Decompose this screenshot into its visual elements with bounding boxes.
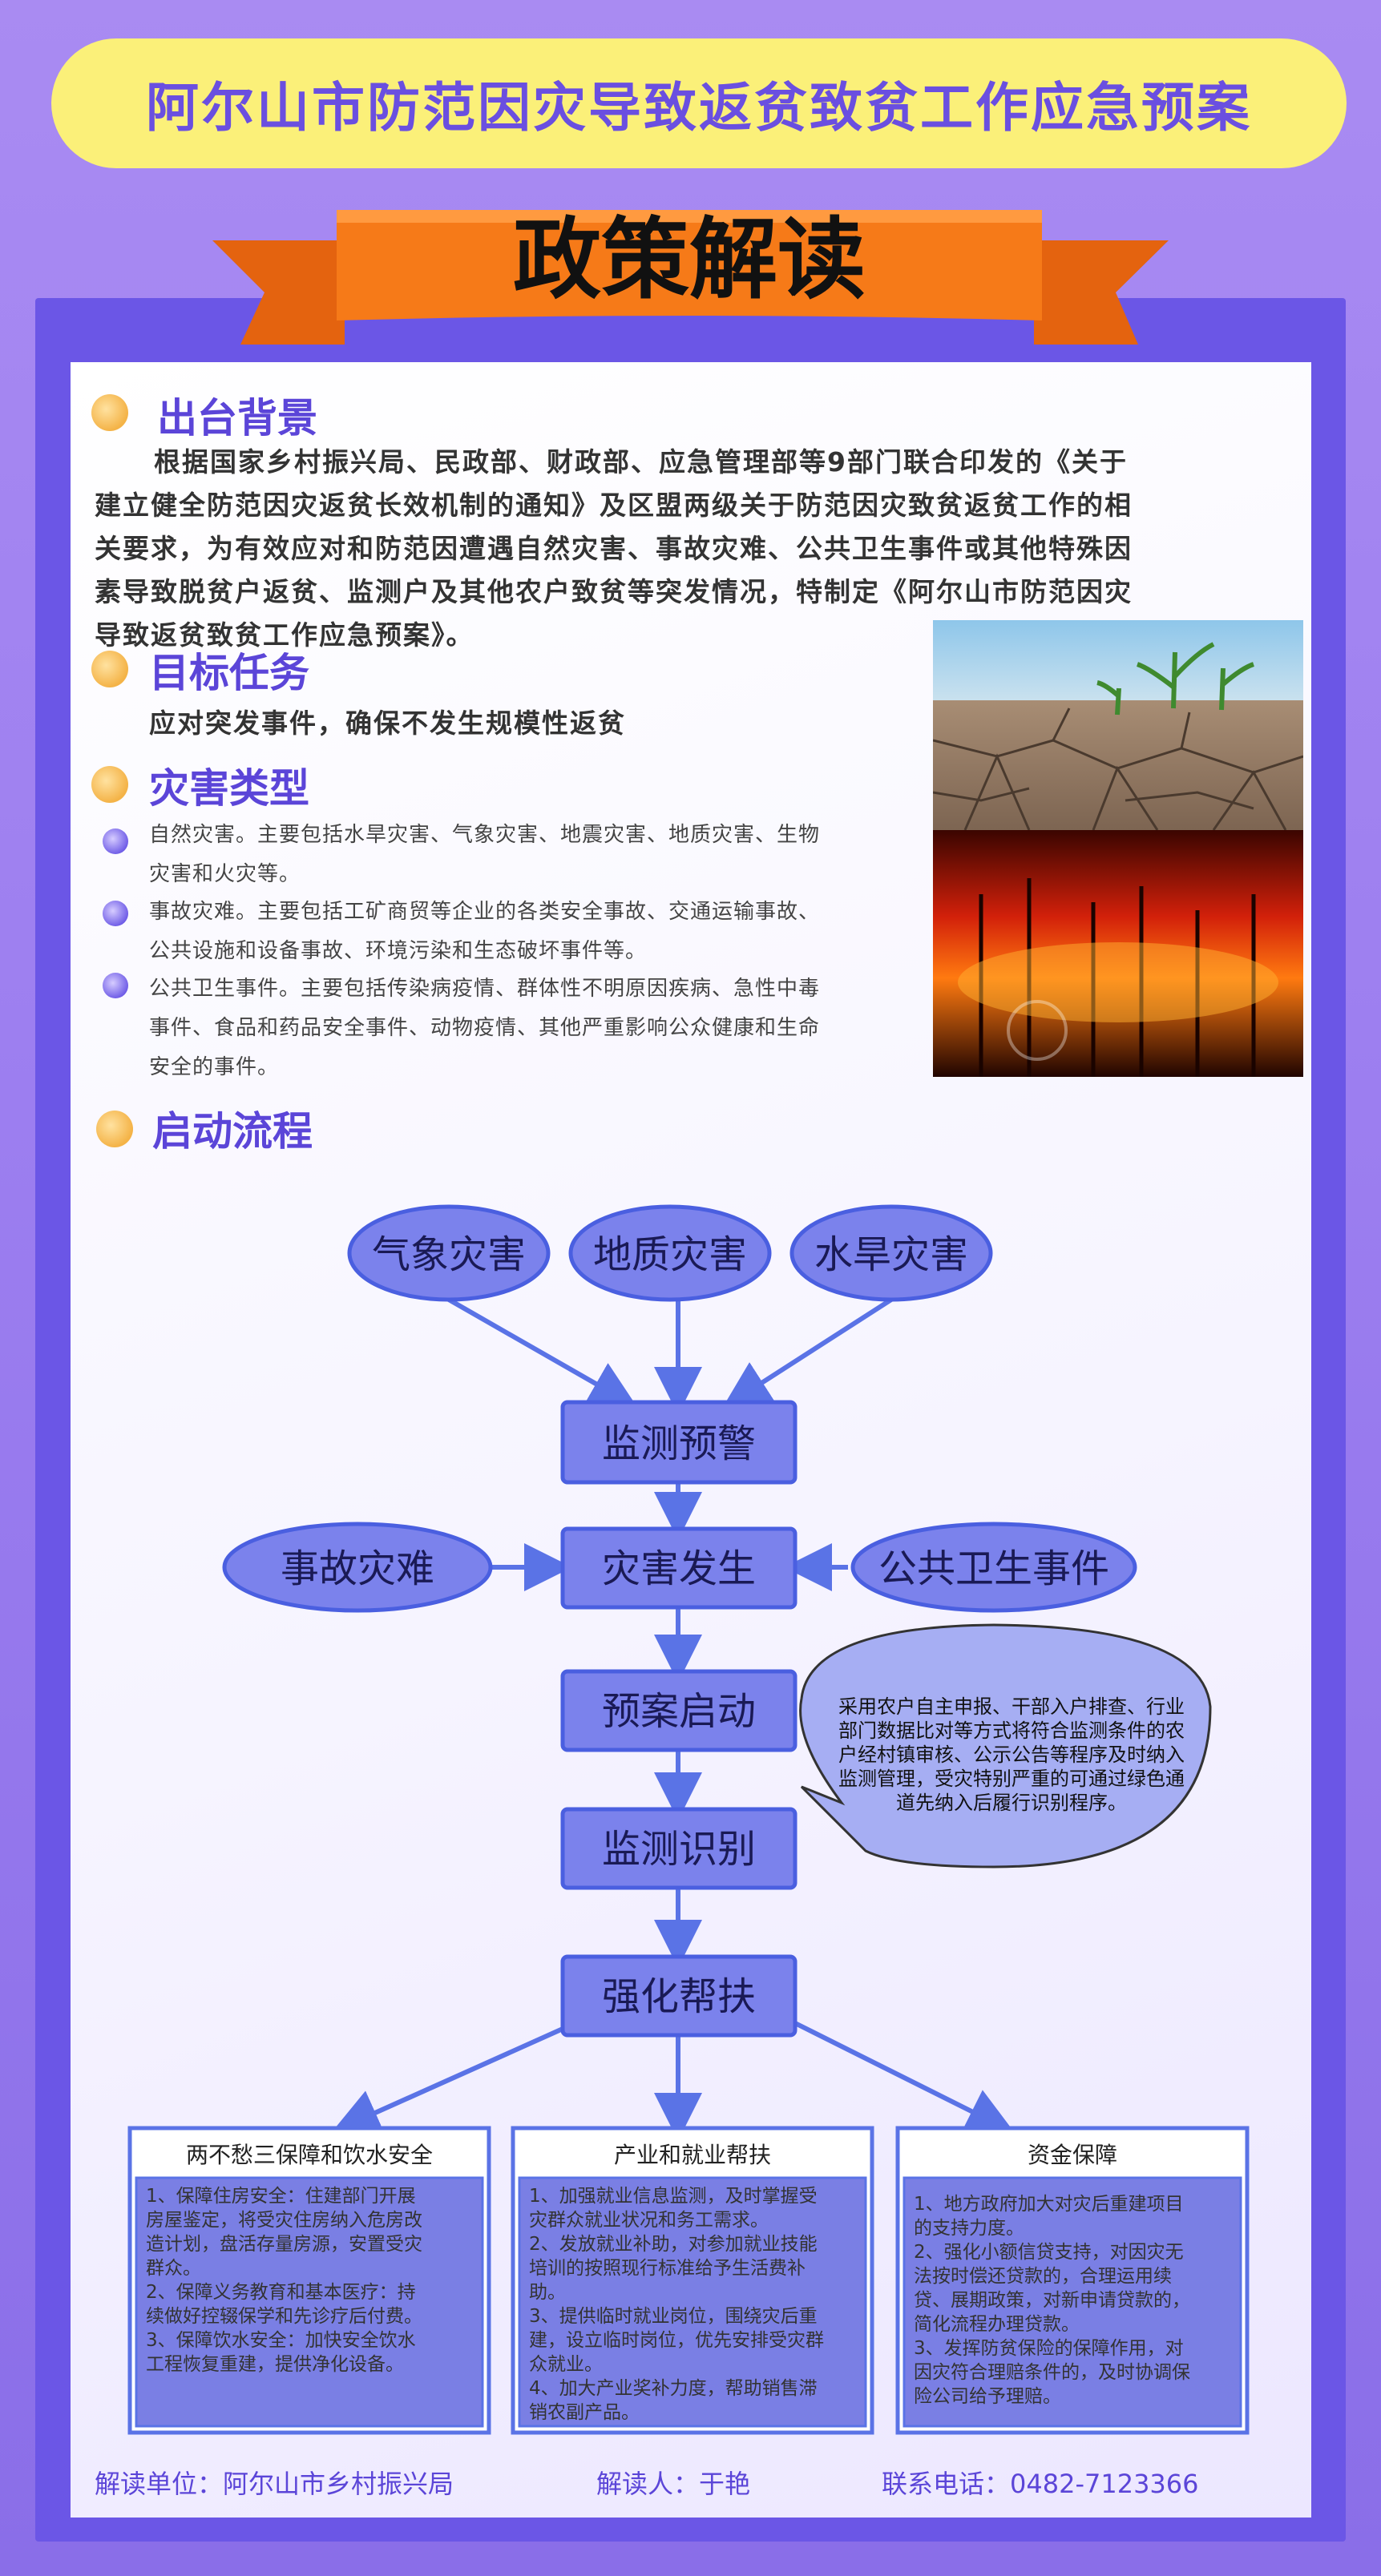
box-line: 2、强化小额信贷支持，对因灾无 (914, 2242, 1184, 2263)
disaster-type-item: 公共卫生事件。主要包括传染病疫情、群体性不明原因疾病、急性中毒 事件、食品和药品… (149, 970, 919, 1087)
bubble-line: 采用农户自主申报、干部入户排查、行业 (838, 1695, 1185, 1718)
paragraph-line: 素导致脱贫户返贫、监测户及其他农户致贫等突发情况，特制定《阿尔山市防范因灾 (95, 576, 1133, 607)
paragraph-line: 建立健全防范因灾返贫长效机制的通知》及区盟两级关于防范因灾致贫返贫工作的相 (95, 490, 1133, 521)
flow-step-label: 预案启动 (602, 1689, 756, 1734)
box-line: 2、保障义务教育和基本医疗：持 (146, 2282, 416, 2303)
box-line: 1、地方政府加大对灾后重建项目 (914, 2194, 1184, 2215)
title-banner: 阿尔山市防范因灾导致返贫致贫工作应急预案 (51, 38, 1347, 168)
flow-node-label: 水旱灾害 (814, 1232, 968, 1277)
ribbon-banner: 政策解读 (212, 208, 1169, 345)
bubble-line: 部门数据比对等方式将符合监测条件的农 (838, 1719, 1185, 1742)
box-line: 法按时偿还贷款的，合理运用续 (914, 2266, 1172, 2287)
flow-node-accident (222, 1522, 493, 1613)
wildfire-photo (933, 830, 1303, 1077)
disaster-type-item: 事故灾难。主要包括工矿商贸等企业的各类安全事故、交通运输事故、 公共设施和设备事… (149, 893, 919, 971)
box-line: 培训的按照现行标准给予生活费补 (529, 2258, 806, 2279)
section-dot (91, 394, 128, 431)
section-dot (91, 651, 128, 687)
box-line: 3、保障饮水安全：加快安全饮水 (146, 2330, 416, 2351)
flow-step-label: 监测识别 (602, 1827, 756, 1872)
box-line: 工程恢复重建，提供净化设备。 (146, 2354, 404, 2375)
support-box-body: 1、保障住房安全：住建部门开展 房屋鉴定，将受灾住房纳入危房改 造计划，盘活存量… (146, 2184, 476, 2376)
box-line: 1、保障住房安全：住建部门开展 (146, 2186, 416, 2207)
disaster-type-item: 自然灾害。主要包括水旱灾害、气象灾害、地震灾害、地质灾害、生物 灾害和火灾等。 (149, 816, 919, 894)
background-paragraph: 根据国家乡村振兴局、民政部、财政部、应急管理部等9部门联合印发的《关于 建立健全… (95, 441, 1281, 657)
section-heading-background: 出台背景 (157, 395, 317, 441)
box-line: 众就业。 (529, 2354, 603, 2375)
flow-node-drought (789, 1204, 993, 1302)
box-line: 3、提供临时就业岗位，围绕灾后重 (529, 2306, 818, 2327)
goal-text: 应对突发事件，确保不发生规模性返贫 (149, 707, 626, 739)
box-line: 险公司给予理赔。 (914, 2386, 1061, 2407)
box-line: 4、加大产业奖补力度，帮助销售滞 (529, 2378, 818, 2399)
section-heading-process: 启动流程 (152, 1108, 313, 1155)
box-line: 销农副产品。 (529, 2402, 640, 2423)
paragraph-line: 导致返贫致贫工作应急预案》。 (95, 619, 474, 651)
flow-step-4 (560, 1807, 798, 1890)
flow-node-label: 事故灾难 (281, 1546, 434, 1591)
support-box-title: 资金保障 (1027, 2142, 1117, 2168)
support-box-body: 1、加强就业信息监测，及时掌握受 灾群众就业状况和务工需求。 2、发放就业补助，… (529, 2184, 859, 2425)
banner-label: 政策解读 (513, 208, 866, 311)
flow-node-label: 气象灾害 (372, 1232, 526, 1277)
footer-phone: 联系电话：0482-7123366 (882, 2469, 1199, 2499)
flow-node-public-health (850, 1522, 1137, 1613)
support-box-title: 产业和就业帮扶 (613, 2142, 771, 2168)
footer-unit: 解读单位：阿尔山市乡村振兴局 (95, 2469, 454, 2499)
paragraph-line: 根据国家乡村振兴局、民政部、财政部、应急管理部等9部门联合印发的《关于 (154, 446, 1128, 478)
bubble-line: 道先纳入后履行识别程序。 (896, 1792, 1127, 1814)
item-line: 灾害和火灾等。 (149, 862, 301, 886)
box-line: 建，设立临时岗位，优先安排受灾群 (529, 2330, 824, 2351)
section-heading-disaster-types: 灾害类型 (149, 765, 309, 812)
item-line: 安全的事件。 (149, 1055, 280, 1079)
item-line: 公共卫生事件。主要包括传染病疫情、群体性不明原因疾病、急性中毒 (149, 977, 821, 1001)
list-bullet (103, 828, 128, 854)
box-line: 灾群众就业状况和务工需求。 (529, 2210, 769, 2231)
section-heading-goal: 目标任务 (149, 650, 309, 696)
box-line: 造计划，盘活存量房源，安置受灾 (146, 2234, 422, 2255)
box-line: 简化流程办理贷款。 (914, 2314, 1080, 2335)
flow-step-label: 灾害发生 (602, 1546, 756, 1591)
box-line: 房屋鉴定，将受灾住房纳入危房改 (146, 2210, 422, 2231)
item-line: 公共设施和设备事故、环境污染和生态破坏事件等。 (149, 939, 648, 963)
list-bullet (103, 901, 128, 926)
item-line: 自然灾害。主要包括水旱灾害、气象灾害、地震灾害、地质灾害、生物 (149, 823, 821, 847)
box-line: 助。 (529, 2282, 566, 2303)
box-line: 2、发放就业补助，对参加就业技能 (529, 2234, 818, 2255)
bubble-line: 监测管理，受灾特别严重的可通过绿色通 (838, 1768, 1185, 1790)
page-title: 阿尔山市防范因灾导致返贫致贫工作应急预案 (146, 77, 1252, 139)
flow-step-label: 强化帮扶 (602, 1974, 756, 2019)
box-line: 群众。 (146, 2258, 201, 2279)
section-dot (91, 766, 128, 803)
section-dot (96, 1111, 133, 1147)
flow-node-geology (568, 1204, 772, 1302)
flow-step-5 (560, 1954, 798, 2038)
support-box-title: 两不愁三保障和饮水安全 (185, 2142, 433, 2168)
item-line: 事故灾难。主要包括工矿商贸等企业的各类安全事故、交通运输事故、 (149, 900, 821, 924)
support-box-body: 1、地方政府加大对灾后重建项目 的支持力度。 2、强化小额信贷支持，对因灾无 法… (914, 2192, 1234, 2409)
flow-step-2 (560, 1526, 798, 1610)
flow-step-label: 监测预警 (602, 1421, 756, 1466)
paragraph-line: 关要求，为有效应对和防范因遭遇自然灾害、事故灾难、公共卫生事件或其他特殊因 (95, 533, 1133, 564)
list-bullet (103, 973, 128, 998)
item-line: 事件、食品和药品安全事件、动物疫情、其他严重影响公众健康和生命 (149, 1016, 821, 1040)
footer-person: 解读人：于艳 (596, 2469, 751, 2499)
flow-step-3 (560, 1669, 798, 1752)
flow-node-label: 地质灾害 (593, 1232, 747, 1277)
box-line: 3、发挥防贫保险的保障作用，对 (914, 2338, 1184, 2359)
flow-node-weather (347, 1204, 551, 1302)
box-line: 因灾符合理赔条件的，及时协调保 (914, 2362, 1190, 2383)
callout-bubble (799, 1623, 1212, 1869)
bubble-line: 户经村镇审核、公示公告等程序及时纳入 (838, 1744, 1185, 1766)
box-line: 的支持力度。 (914, 2218, 1024, 2239)
flow-node-label: 公共卫生事件 (878, 1546, 1109, 1591)
box-line: 贷、展期政策，对新申请贷款的， (914, 2290, 1190, 2311)
box-line: 续做好控辍保学和先诊疗后付费。 (146, 2306, 422, 2327)
flow-step-1 (560, 1400, 798, 1485)
drought-photo (933, 620, 1303, 830)
box-line: 1、加强就业信息监测，及时掌握受 (529, 2186, 818, 2207)
